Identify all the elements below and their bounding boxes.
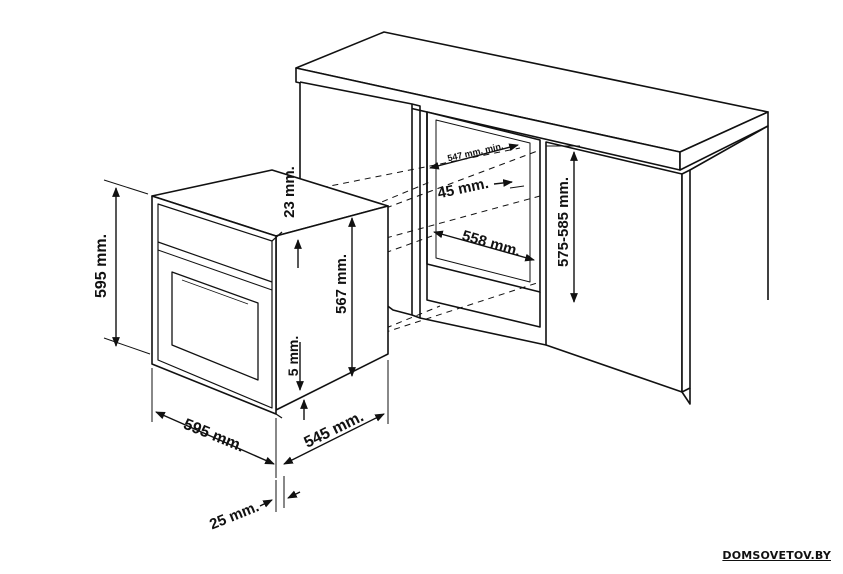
niche-back [435, 119, 531, 283]
body-height-label: 567 mm. [333, 254, 350, 314]
front-panel-depth-label: 25 mm. [207, 498, 261, 533]
oven-depth-label: 545 mm. [302, 408, 367, 451]
right-cabinet-side [681, 169, 691, 393]
oven-depth-line [283, 413, 385, 465]
oven-width-label: 595 mm. [181, 416, 247, 456]
oven-width-line [155, 411, 275, 465]
niche-opening [426, 111, 541, 293]
niche-inner-depth-line [493, 179, 513, 187]
oven [151, 169, 389, 419]
oven-side [275, 205, 389, 411]
bottom-clearance-label: 5 mm. [285, 336, 301, 376]
oven-window [171, 271, 259, 381]
dimension-lines [103, 143, 580, 512]
oven-height-label: 595 mm. [93, 234, 110, 298]
niche-depth-line [433, 230, 535, 262]
watermark: DOMSOVETOV.BY [722, 549, 831, 562]
niche-height-label: 575-585 mm. [555, 177, 572, 267]
left-panel-inner-edge [411, 103, 421, 319]
top-clearance-label: 23 mm. [281, 166, 298, 218]
oven-control-strip [157, 241, 273, 283]
front-panel-depth-line [259, 499, 273, 508]
niche-width-line [429, 143, 519, 170]
